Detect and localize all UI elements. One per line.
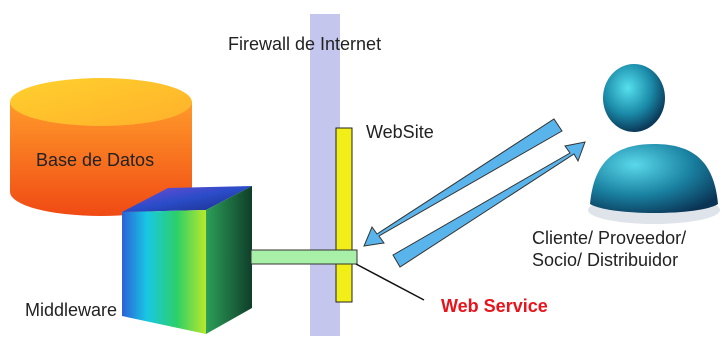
client-label-line2: Socio/ Distribuidor (532, 250, 679, 270)
middleware-cube-icon (122, 186, 252, 334)
firewall-label: Firewall de Internet (228, 34, 382, 54)
web-service-label: Web Service (441, 296, 548, 316)
arrow-outgoing-icon (392, 141, 586, 268)
firewall-band (310, 14, 340, 336)
web-service-pointer (355, 263, 425, 301)
client-person-icon (588, 64, 720, 224)
middleware-label: Middleware (25, 300, 118, 320)
database-icon (10, 78, 192, 216)
website-bar (335, 127, 353, 303)
website-label: WebSite (366, 122, 434, 142)
middleware-connector (250, 249, 358, 265)
arrow-incoming-icon (363, 118, 563, 247)
database-label: Base de Datos (36, 150, 155, 170)
client-label-line1: Cliente/ Proveedor/ (532, 228, 687, 248)
